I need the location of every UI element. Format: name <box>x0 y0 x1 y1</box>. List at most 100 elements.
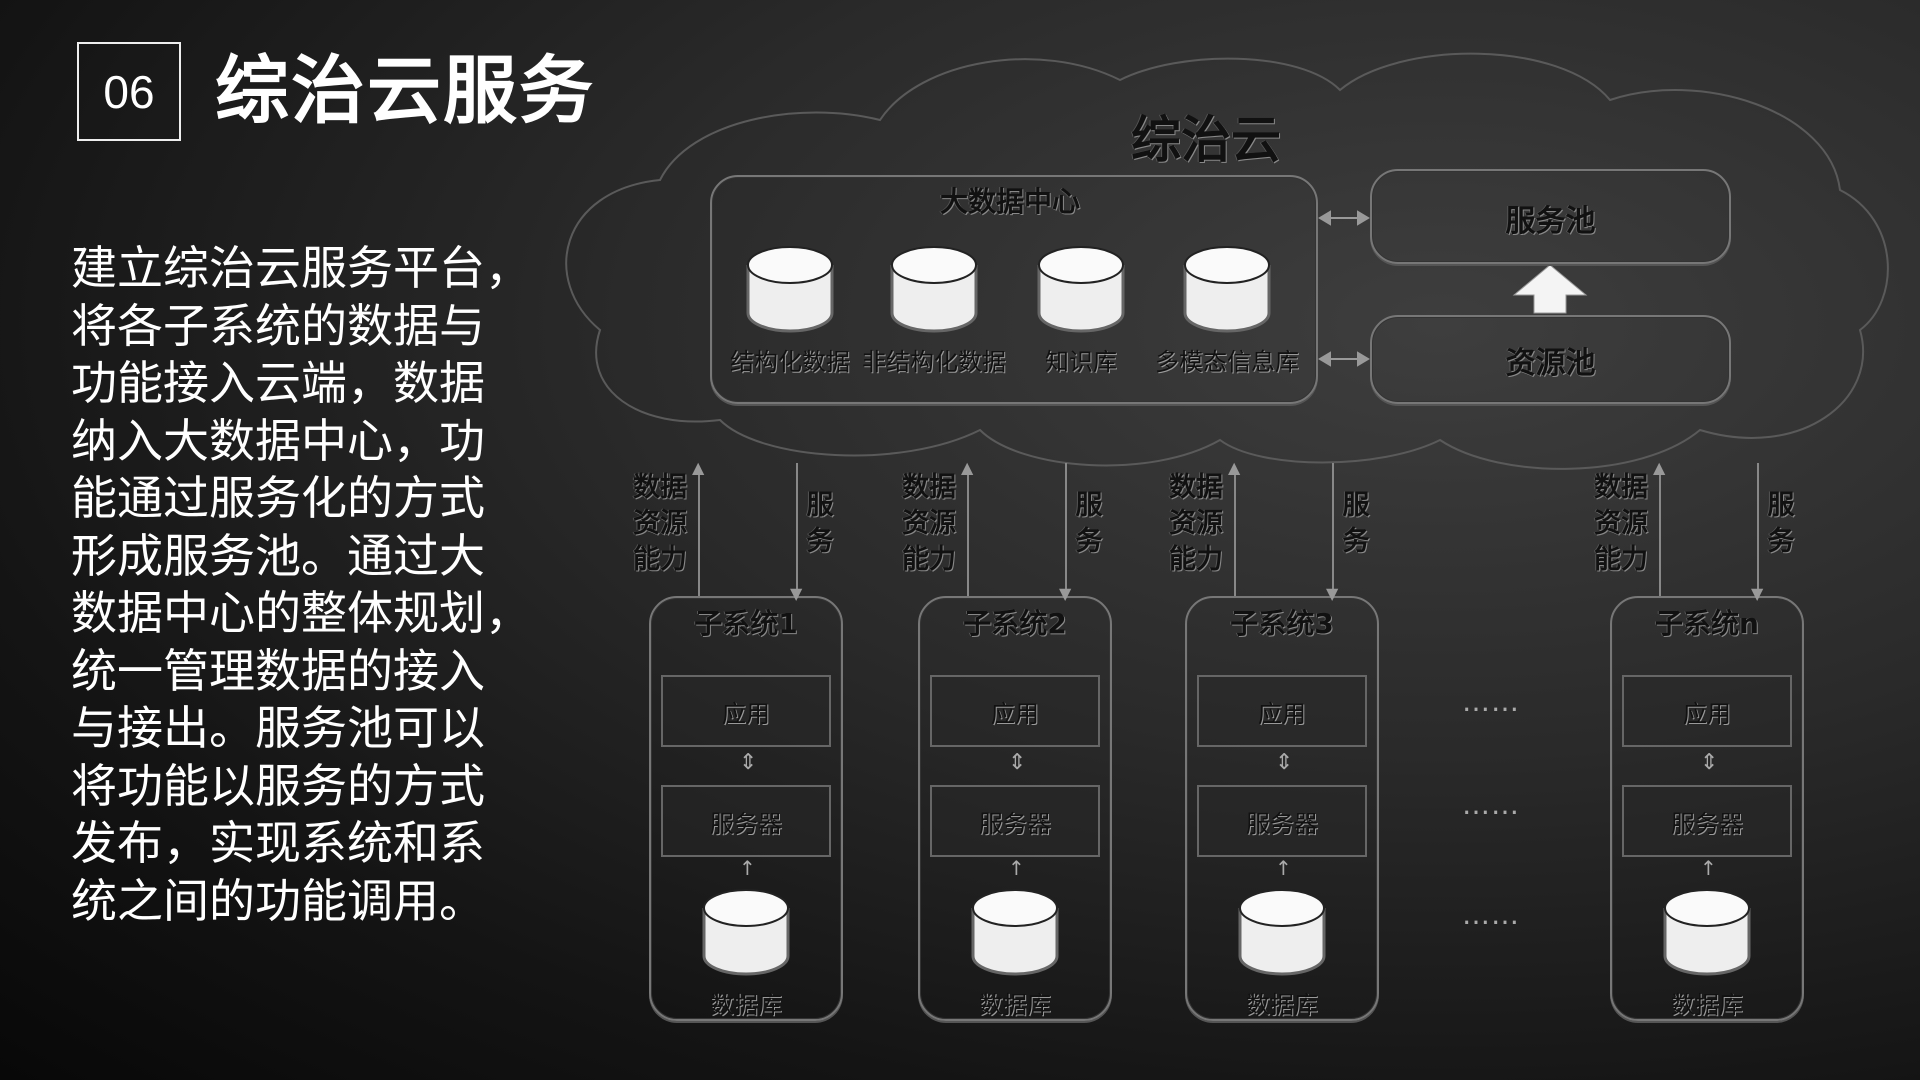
cloud-label: 综治云 <box>1131 111 1281 169</box>
description-line: 统之间的功能调用。 <box>71 873 485 928</box>
data-resource-label: 数据资源能力 <box>1591 470 1651 578</box>
description-line: 功能接入云端，数据 <box>71 356 485 410</box>
up-arrow-icon: ↑ <box>739 856 756 880</box>
subsystem-box <box>918 596 1112 1021</box>
app-box: 应用 <box>1622 675 1792 747</box>
subsystem-title: 子系统n <box>1655 607 1759 640</box>
subsystem-box <box>1185 596 1379 1021</box>
bidirectional-arrow-icon: ⇕ <box>1700 750 1719 775</box>
label-line: 资源 <box>633 508 687 539</box>
database-icon <box>1236 888 1328 976</box>
data-resource-label: 数据资源能力 <box>630 470 690 578</box>
database-icon <box>700 888 792 976</box>
label-line: 数据 <box>1594 472 1648 503</box>
arrow-head-up-icon: ▲ <box>1653 458 1666 477</box>
resource-pool-label: 资源池 <box>1505 346 1596 381</box>
arrow-head-up-icon: ▲ <box>961 458 974 477</box>
description-line: 建立综治云服务平台， <box>71 241 531 295</box>
data-store-label: 多模态信息库 <box>1155 348 1299 376</box>
description-line: 统一管理数据的接入 <box>71 643 485 698</box>
service-pool-label: 服务池 <box>1505 204 1596 239</box>
service-down-arrow <box>1065 463 1067 589</box>
label-line: 数据 <box>902 472 956 503</box>
arrow-head-down-icon: ▼ <box>1059 584 1072 603</box>
label-line: 资源 <box>1169 508 1223 539</box>
arrow-head-down-icon: ▼ <box>1751 584 1764 603</box>
arrow-head-up-icon: ▲ <box>692 458 705 477</box>
description-line: 将各子系统的数据与 <box>71 298 485 353</box>
bidirectional-arrow-icon: ⇕ <box>739 750 758 775</box>
subsystem-title: 子系统2 <box>963 607 1067 640</box>
server-box: 服务器 <box>1197 785 1367 857</box>
label-line: 服 <box>806 490 834 521</box>
bidirectional-arrow-icon: ⇕ <box>1008 750 1027 775</box>
description-line: 与接出。服务池可以 <box>71 701 485 755</box>
label-line: 服 <box>1075 490 1103 521</box>
description-text: 建立综治云服务平台，将各子系统的数据与功能接入云端，数据纳入大数据中心，功能通过… <box>71 240 541 930</box>
label-line: 资源 <box>902 508 956 539</box>
database-label: 数据库 <box>979 991 1051 1019</box>
ellipsis: …… <box>1462 685 1520 718</box>
description-line: 能通过服务化的方式 <box>71 471 485 525</box>
label-line: 能力 <box>1594 544 1648 575</box>
big-data-center-title: 大数据中心 <box>939 185 1080 218</box>
big-data-center <box>710 175 1318 404</box>
label-line: 务 <box>1767 526 1795 557</box>
app-box: 应用 <box>1197 675 1367 747</box>
service-label: 服务 <box>1763 488 1799 560</box>
up-arrow-icon <box>1512 264 1588 314</box>
data-up-arrow <box>1659 470 1661 596</box>
section-number: 06 <box>77 42 181 141</box>
page-title: 综治云服务 <box>215 48 595 134</box>
arrow-head-down-icon: ▼ <box>1326 584 1339 603</box>
database-label: 数据库 <box>1671 991 1743 1019</box>
data-store-label: 非结构化数据 <box>862 348 1006 376</box>
arrow-head-down-icon: ▼ <box>790 584 803 603</box>
app-box: 应用 <box>661 675 831 747</box>
service-pool <box>1370 169 1731 264</box>
label-line: 资源 <box>1594 508 1648 539</box>
bidirectional-arrow-icon: ⇕ <box>1275 750 1294 775</box>
server-box: 服务器 <box>661 785 831 857</box>
database-label: 数据库 <box>1246 991 1318 1019</box>
label-line: 能力 <box>1169 544 1223 575</box>
ellipsis: …… <box>1462 898 1520 931</box>
service-down-arrow <box>1757 463 1759 589</box>
description-line: 将功能以服务的方式 <box>71 758 485 813</box>
service-label: 服务 <box>802 488 838 560</box>
service-down-arrow <box>796 463 798 589</box>
database-icon <box>1181 245 1273 333</box>
label-line: 务 <box>1075 526 1103 557</box>
data-store-label: 知识库 <box>1045 348 1117 376</box>
server-box: 服务器 <box>930 785 1100 857</box>
up-arrow-icon: ↑ <box>1700 856 1717 880</box>
ellipsis: …… <box>1462 788 1520 821</box>
database-icon <box>1035 245 1127 333</box>
subsystem-box <box>649 596 843 1021</box>
data-resource-label: 数据资源能力 <box>1166 470 1226 578</box>
label-line: 务 <box>806 526 834 557</box>
database-icon <box>1661 888 1753 976</box>
description-line: 数据中心的整体规划， <box>71 586 531 640</box>
subsystem-title: 子系统1 <box>694 607 798 640</box>
subsystem-box <box>1610 596 1804 1021</box>
label-line: 能力 <box>902 544 956 575</box>
resource-pool <box>1370 315 1731 404</box>
description-line: 纳入大数据中心，功 <box>71 413 485 468</box>
data-resource-label: 数据资源能力 <box>899 470 959 578</box>
database-icon <box>744 245 836 333</box>
service-down-arrow <box>1332 463 1334 589</box>
arrow-head-up-icon: ▲ <box>1228 458 1241 477</box>
label-line: 数据 <box>633 472 687 503</box>
database-icon <box>888 245 980 333</box>
up-arrow-icon: ↑ <box>1008 856 1025 880</box>
service-label: 服务 <box>1071 488 1107 560</box>
database-label: 数据库 <box>710 991 782 1019</box>
label-line: 数据 <box>1169 472 1223 503</box>
database-icon <box>969 888 1061 976</box>
server-box: 服务器 <box>1622 785 1792 857</box>
description-line: 发布，实现系统和系 <box>71 816 485 870</box>
service-label: 服务 <box>1338 488 1374 560</box>
app-box: 应用 <box>930 675 1100 747</box>
description-line: 形成服务池。通过大 <box>71 528 485 583</box>
